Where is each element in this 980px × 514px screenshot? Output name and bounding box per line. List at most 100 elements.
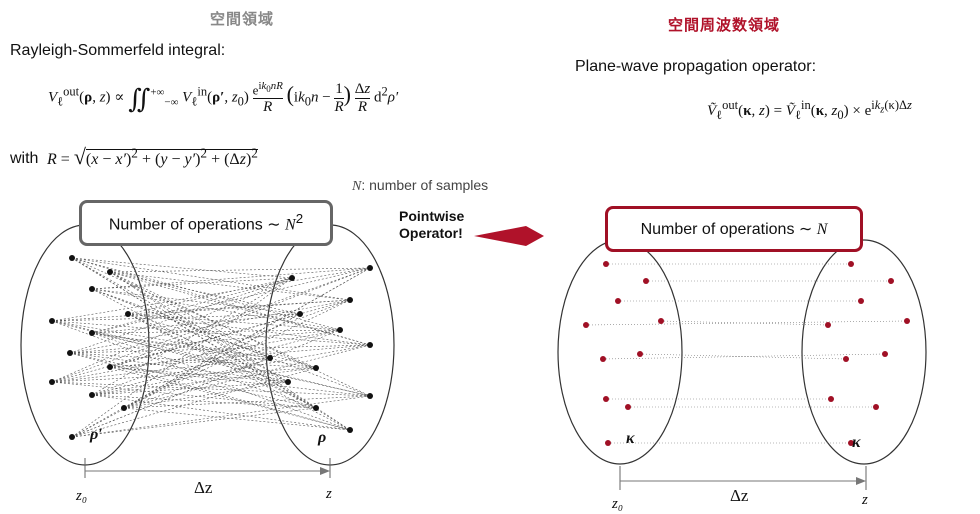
spectrum-target-dot — [848, 261, 854, 267]
connection-line — [91, 329, 341, 396]
spectrum-source-dot — [615, 298, 621, 304]
spectrum-target-dot — [828, 396, 834, 402]
connection-line — [127, 313, 341, 331]
spectrum-source-dot — [643, 278, 649, 284]
source-sample-dot — [49, 379, 55, 385]
spectrum-source-dot — [600, 356, 606, 362]
connection-line — [51, 357, 271, 383]
connection-line — [51, 381, 371, 397]
kappa-dst-label: κ — [852, 434, 861, 451]
connection-line — [71, 313, 301, 438]
ops-n-box: Number of operations ∼ N — [605, 206, 863, 252]
pointwise-line — [660, 320, 829, 326]
connection-line — [51, 267, 371, 383]
operator-label: Plane-wave propagation operator: — [575, 58, 817, 75]
pointwise-connections — [585, 263, 908, 444]
connection-line — [91, 332, 271, 359]
target-sample-dot — [347, 427, 353, 433]
connection-line — [91, 288, 317, 369]
source-sample-dot — [69, 255, 75, 261]
source-sample-dot — [89, 392, 95, 398]
kappa-src-label: κ — [626, 430, 635, 447]
connection-line — [69, 329, 341, 354]
connection-line — [71, 257, 317, 369]
target-sample-dot — [367, 342, 373, 348]
connection-line — [51, 320, 351, 431]
target-plane-ellipse — [265, 224, 395, 466]
connection-line — [127, 313, 371, 346]
ops-n-squared-text: Number of operations ∼ N2 — [108, 211, 304, 234]
source-sample-dot — [125, 311, 131, 317]
spectrum-samples — [583, 261, 910, 446]
target-sample-dot — [289, 275, 295, 281]
source-spectrum-ellipse — [557, 239, 683, 465]
connection-line — [71, 257, 293, 279]
connection-line — [69, 352, 351, 431]
spectrum-source-dot — [583, 322, 589, 328]
ops-n-squared-box: Number of operations ∼ N2 — [79, 200, 333, 246]
connection-line — [109, 271, 301, 315]
dz-arrowhead-right — [856, 477, 866, 485]
connection-line — [109, 271, 371, 397]
connection-line — [51, 277, 293, 383]
source-sample-dot — [121, 405, 127, 411]
connection-line — [91, 367, 317, 396]
connection-line — [71, 357, 271, 438]
spectrum-source-dot — [625, 404, 631, 410]
rho-label: ρ — [318, 429, 327, 446]
connection-line — [91, 277, 293, 396]
spectrum-target-dot — [904, 318, 910, 324]
connection-line — [51, 320, 271, 359]
dz-label-right: Δz — [730, 486, 749, 505]
connection-line — [51, 329, 341, 383]
target-spectrum-ellipse — [801, 239, 927, 465]
connection-line — [123, 395, 371, 409]
spectrum-target-dot — [873, 404, 879, 410]
rayleigh-sommerfeld-formula: Vℓout(ρ, z) ∝ ∬+∞−∞ Vℓin(ρ′, z0) eik0nR … — [48, 80, 399, 116]
connection-line — [91, 288, 371, 397]
connection-line — [71, 257, 351, 431]
connection-line — [127, 313, 351, 431]
connection-line — [71, 257, 351, 301]
source-sample-dot — [67, 350, 73, 356]
source-plane-ellipse — [20, 224, 150, 466]
with-label: with — [10, 150, 39, 167]
connection-line — [109, 271, 351, 301]
connection-line — [109, 344, 371, 368]
target-sample-dot — [313, 365, 319, 371]
source-samples — [49, 255, 131, 440]
connection-line — [69, 352, 317, 369]
frequency-domain-heading: 空間周波数領域 — [668, 17, 781, 34]
all-to-all-connections — [51, 257, 371, 438]
target-sample-dot — [367, 265, 373, 271]
spectrum-source-dot — [658, 318, 664, 324]
target-sample-dot — [337, 327, 343, 333]
connection-line — [91, 288, 301, 315]
source-sample-dot — [69, 434, 75, 440]
connection-line — [91, 299, 351, 396]
connection-line — [91, 332, 317, 369]
z-label: z — [326, 486, 332, 502]
connection-line — [91, 277, 293, 334]
connection-line — [123, 381, 289, 409]
connection-line — [109, 366, 351, 431]
connection-line — [91, 332, 371, 397]
pointwise-line — [639, 353, 847, 360]
samples-note: N: number of samples — [352, 177, 489, 194]
connection-line — [91, 277, 293, 290]
connection-line — [51, 313, 301, 383]
connection-line — [69, 352, 289, 383]
connection-line — [109, 357, 271, 368]
connection-line — [91, 344, 371, 396]
dz-label: Δz — [194, 478, 213, 497]
spectrum-target-dot — [825, 322, 831, 328]
spectrum-source-dot — [603, 396, 609, 402]
connection-line — [51, 267, 371, 322]
spectrum-target-dot — [848, 440, 854, 446]
connection-line — [123, 357, 271, 409]
pointwise-arrow — [474, 226, 544, 246]
integral-label: Rayleigh-Sommerfeld integral: — [10, 42, 226, 59]
r-definition: R = √(x − x′)2 + (y − y′)2 + (Δz)2 — [47, 144, 258, 169]
source-sample-dot — [89, 286, 95, 292]
spectrum-target-dot — [858, 298, 864, 304]
